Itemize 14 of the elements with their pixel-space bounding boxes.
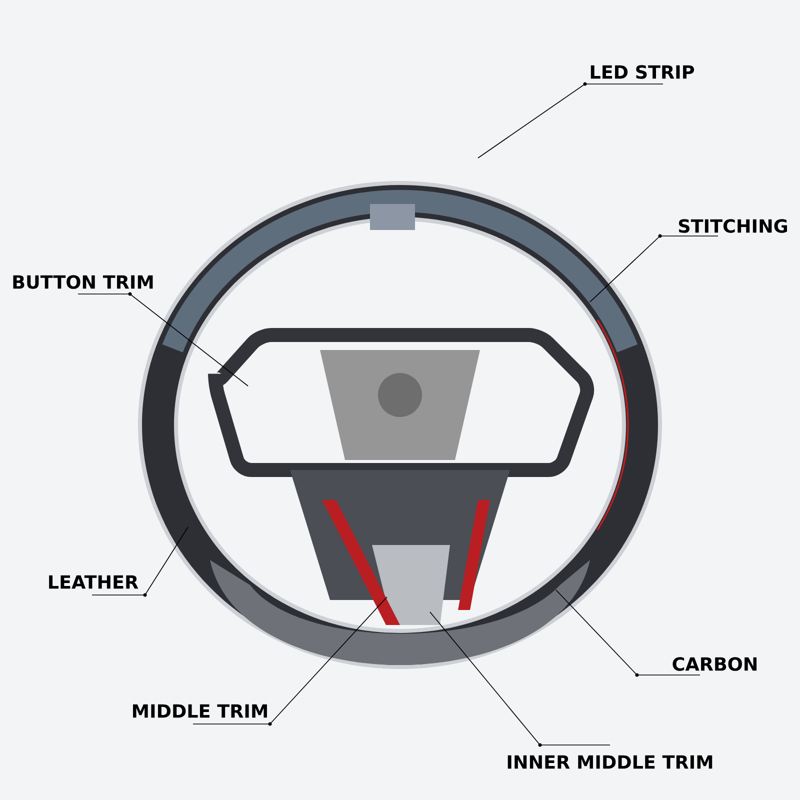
part-label: LEATHER bbox=[49, 575, 138, 589]
part-label: BUTTON TRIM bbox=[13, 275, 153, 289]
leader-line bbox=[590, 234, 718, 302]
leader-line bbox=[430, 612, 610, 747]
leader-line bbox=[78, 292, 248, 386]
part-label: INNER MIDDLE TRIM bbox=[508, 755, 712, 769]
leader-line bbox=[92, 526, 188, 597]
part-label: STITCHING bbox=[678, 219, 787, 233]
leader-line bbox=[478, 82, 664, 158]
leader-line bbox=[556, 590, 700, 677]
part-label: MIDDLE TRIM bbox=[133, 704, 267, 718]
leader-line bbox=[192, 596, 388, 726]
part-label: LED STRIP bbox=[590, 65, 694, 79]
part-label: CARBON bbox=[672, 657, 757, 671]
